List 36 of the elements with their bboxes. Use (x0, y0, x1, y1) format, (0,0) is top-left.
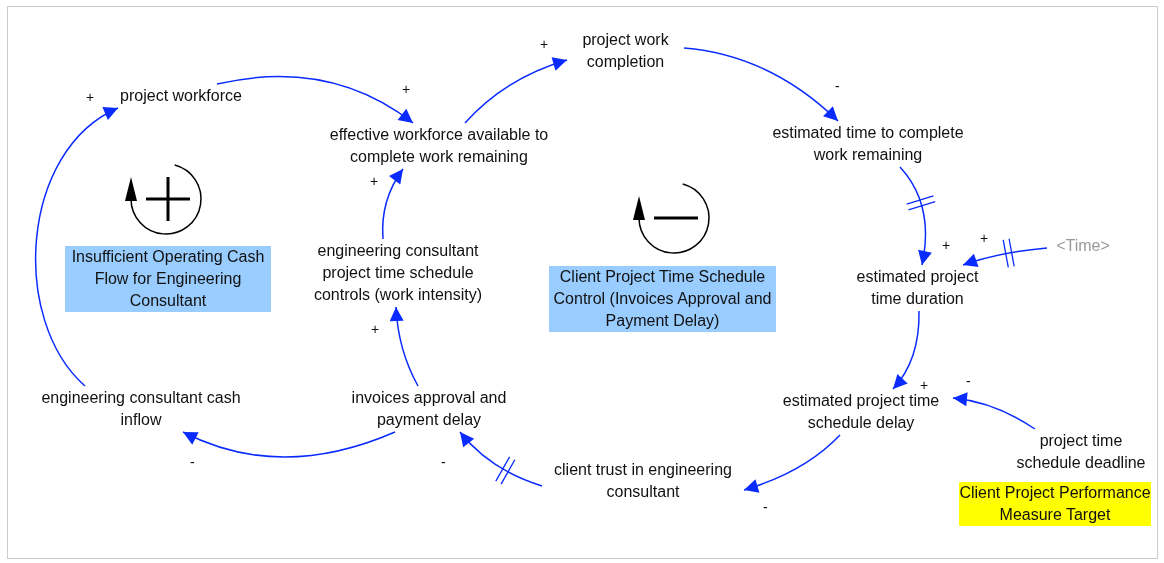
variable-label: effective workforce available to complete work remaining (314, 124, 564, 168)
variable-label: project time schedule deadline (1006, 430, 1156, 474)
polarity-sign: + (538, 37, 551, 51)
polarity-sign: + (940, 238, 953, 252)
variable-label: client trust in engineering consultant (543, 459, 743, 503)
causal-link-arrow (962, 247, 1048, 268)
causal-link-arrow (683, 47, 839, 122)
causal-link-arrow (892, 310, 920, 390)
variable-label: estimated project time schedule delay (770, 390, 952, 434)
polarity-sign: + (918, 378, 931, 392)
polarity-sign: + (368, 174, 381, 188)
variable-label: project workforce (106, 85, 256, 107)
causal-link-arrow (381, 168, 404, 240)
causal-link-arrow (464, 57, 568, 124)
causal-link-arrow (216, 75, 414, 124)
variable-label: engineering consultant project time schedule controls (work intensity) (298, 240, 498, 306)
variable-label: estimated project time duration (840, 266, 995, 310)
causal-link-arrow (459, 431, 543, 487)
loop-name-box: Client Project Performance Measure Target (959, 482, 1151, 526)
variable-label: estimated time to complete work remaining (758, 122, 978, 166)
polarity-sign: + (369, 322, 382, 336)
causal-link-arrow (952, 392, 1036, 430)
causal-link-arrow (389, 306, 419, 387)
causal-link-arrow (899, 166, 932, 266)
loop-name-box: Insufficient Operating Cash Flow for Engineering Consultant (65, 246, 271, 312)
causal-link-arrow (743, 434, 841, 493)
loop-name-box: Client Project Time Schedule Control (Invoices Approval and Payment Delay) (549, 266, 776, 332)
variable-label: project work completion (568, 29, 683, 73)
variable-label: invoices approval and payment delay (343, 387, 515, 431)
variable-label: <Time> (1048, 235, 1118, 257)
polarity-sign: + (978, 231, 991, 245)
polarity-sign: + (400, 82, 413, 96)
polarity-sign: + (84, 90, 97, 104)
causal-link-arrow (182, 431, 396, 458)
variable-label: engineering consultant cash inflow (40, 387, 242, 431)
causal-link-arrow (35, 107, 119, 387)
